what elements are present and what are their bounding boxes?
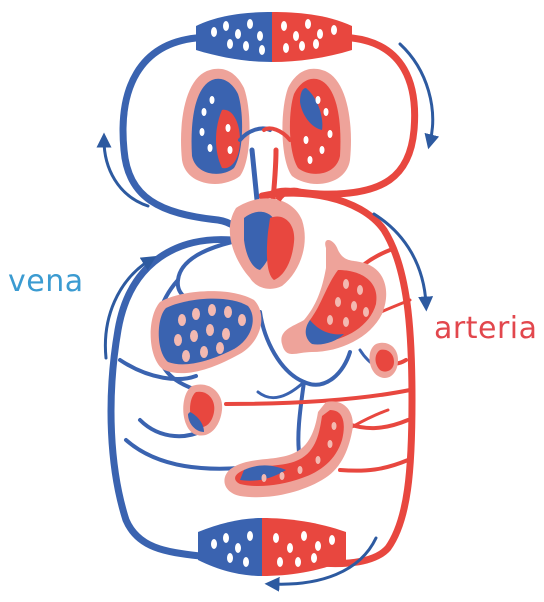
spleen (369, 343, 398, 378)
left-lung (181, 69, 250, 184)
right-lung (282, 69, 351, 184)
vein-label: vena (8, 267, 84, 297)
heart (230, 191, 305, 289)
flow-arrows (104, 44, 433, 584)
artery-label: arteria (434, 314, 538, 344)
head-capillary-bed (196, 12, 352, 62)
liver (151, 291, 262, 373)
intestine (224, 401, 352, 497)
legs-capillary-bed (198, 518, 346, 576)
kidney (183, 384, 222, 435)
